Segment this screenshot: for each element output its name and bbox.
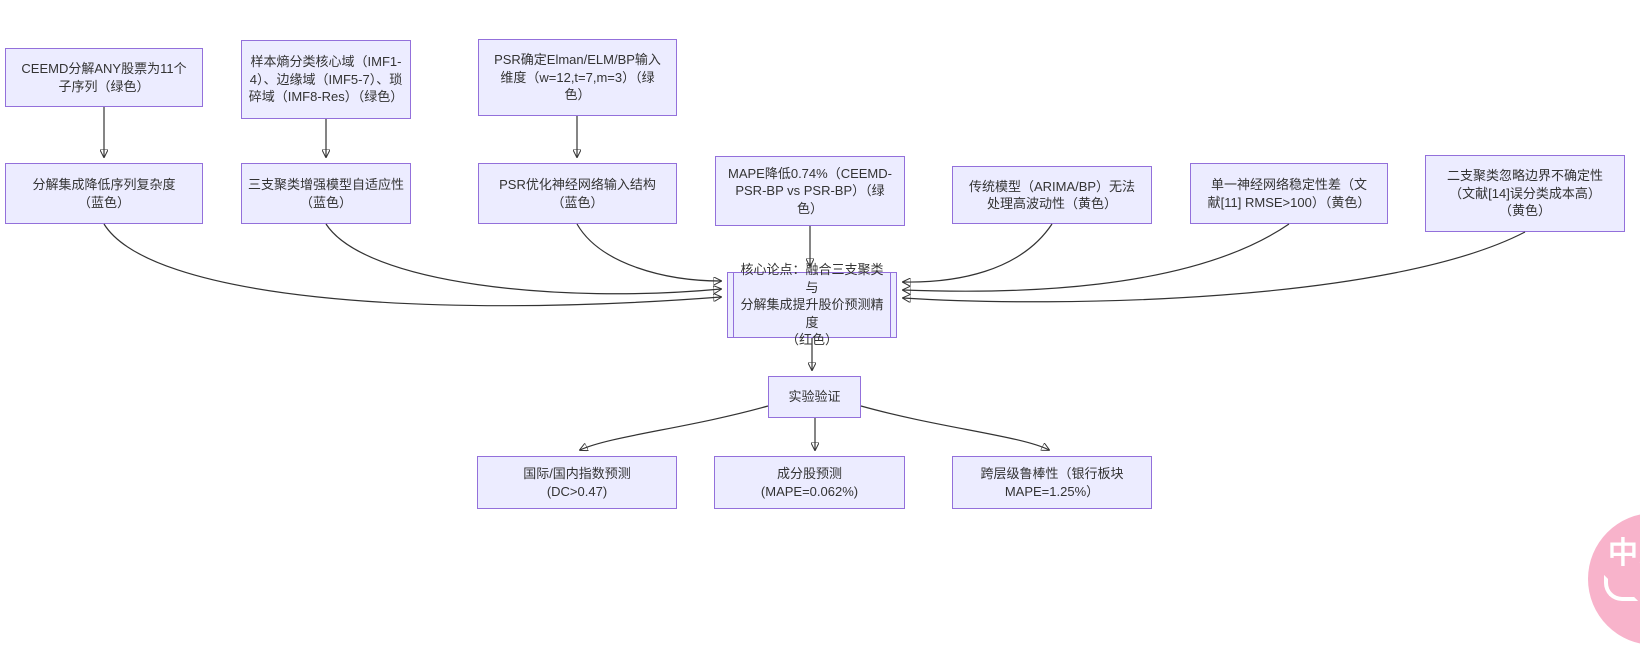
translate-badge-swoosh-icon [1604, 575, 1638, 601]
node-core-thesis: 核心论点：融合三支聚类与 分解集成提升股价预测精度 （红色） [727, 262, 897, 347]
node-three-way-clustering-adaptivity: 三支聚类增强模型自适应性 （蓝色） [241, 163, 411, 224]
node-single-network-instability: 单一神经网络稳定性差（文 献[11] RMSE>100）（黄色） [1190, 163, 1388, 224]
node-psr-optimizes-input-structure: PSR优化神经网络输入结构 （蓝色） [478, 163, 677, 224]
node-mape-reduction: MAPE降低0.74%（CEEMD- PSR-BP vs PSR-BP）（绿 色… [715, 156, 905, 226]
edge-validation-to-index [580, 405, 769, 450]
translate-badge-label: 中A [1608, 537, 1640, 570]
edge-singlenet-to-core [903, 223, 1290, 291]
edge-structure-to-core [576, 223, 721, 281]
edge-twoway-to-core [903, 231, 1526, 302]
node-cross-level-robustness-result: 跨层级鲁棒性（银行板块 MAPE=1.25%） [952, 456, 1152, 509]
edge-adaptivity-to-core [325, 223, 721, 295]
edge-validation-to-robustness [860, 405, 1049, 450]
node-index-prediction-result: 国际/国内指数预测 (DC>0.47) [477, 456, 677, 509]
edge-traditional-to-core [903, 223, 1053, 282]
translate-badge[interactable]: 中A [1588, 513, 1640, 645]
node-experimental-validation: 实验验证 [768, 376, 861, 418]
node-decomposition-reduces-complexity: 分解集成降低序列复杂度 （蓝色） [5, 163, 203, 224]
node-two-way-clustering-limitation: 二支聚类忽略边界不确定性 （文献[14]误分类成本高） （黄色） [1425, 155, 1625, 232]
node-constituent-stock-result: 成分股预测 (MAPE=0.062%) [714, 456, 905, 509]
node-psr-input-dimension: PSR确定Elman/ELM/BP输入 维度（w=12,t=7,m=3）（绿 色… [478, 39, 677, 116]
node-ceemd-decompose: CEEMD分解ANY股票为11个 子序列（绿色） [5, 48, 203, 107]
node-traditional-models-limitation: 传统模型（ARIMA/BP）无法 处理高波动性（黄色） [952, 166, 1152, 224]
edge-complexity-to-core [103, 223, 721, 307]
node-sample-entropy-domains: 样本熵分类核心域（IMF1- 4）、边缘域（IMF5-7）、琐 碎域（IMF8-… [241, 40, 411, 119]
